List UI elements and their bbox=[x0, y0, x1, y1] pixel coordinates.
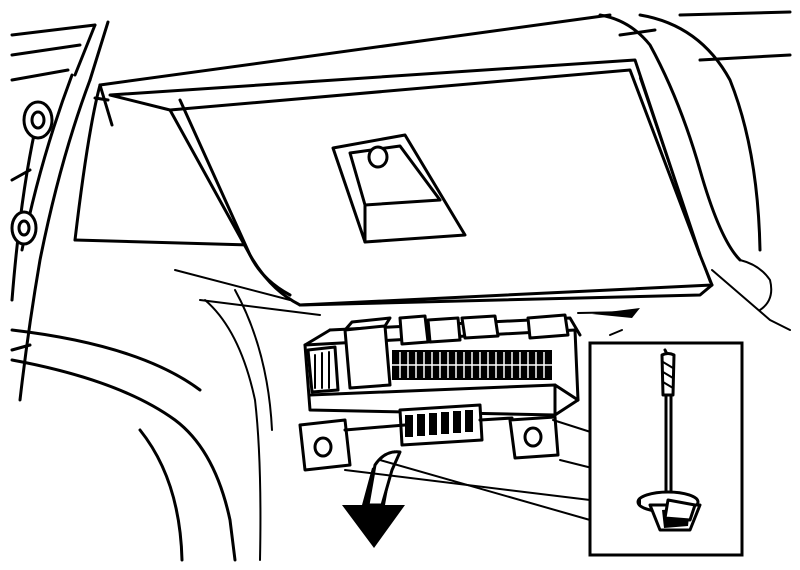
dash-knob-lower bbox=[10, 210, 38, 246]
glove-box-latch bbox=[331, 133, 467, 244]
detail-inset bbox=[588, 341, 744, 557]
electrical-module bbox=[298, 313, 601, 472]
push-pin-retainer-icon bbox=[636, 490, 702, 532]
knee-bolster bbox=[10, 269, 291, 562]
module-connector-hook bbox=[577, 308, 640, 336]
dash-knob-upper bbox=[22, 100, 54, 140]
drill-bit-icon bbox=[660, 348, 676, 497]
leader-lines bbox=[344, 459, 591, 521]
instrument-panel-left bbox=[10, 20, 110, 402]
dash-upper-frame bbox=[73, 10, 792, 331]
